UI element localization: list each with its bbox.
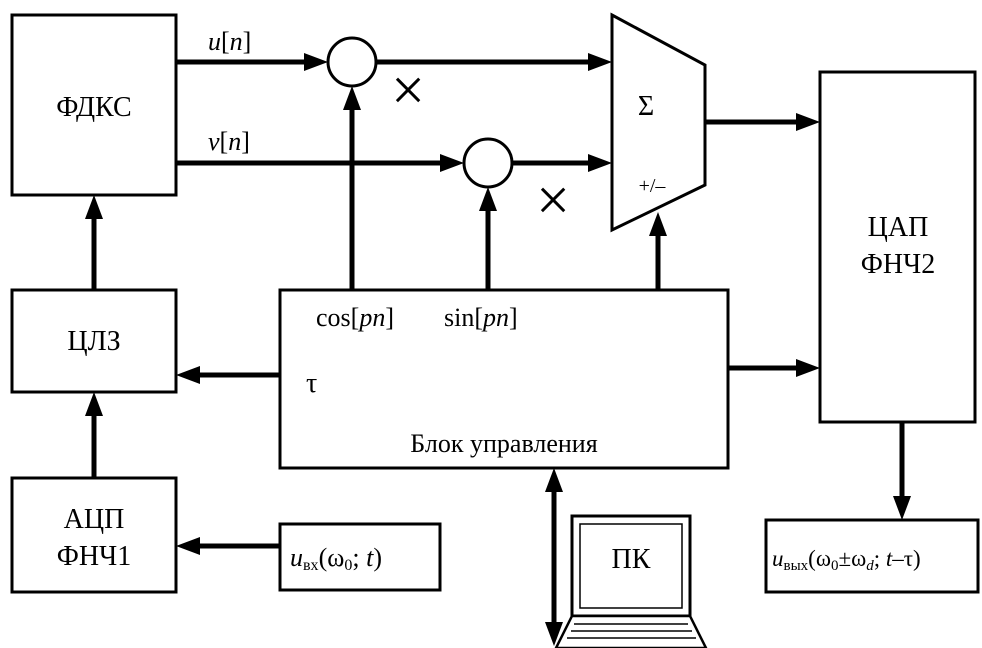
dac-block <box>818 70 977 424</box>
laptop-icon <box>554 514 708 648</box>
arrow-mult-u-to-adder <box>588 53 612 71</box>
multiply-sign-v: × <box>536 167 570 233</box>
arrow-adc-to-clz <box>85 392 103 416</box>
sigma-label: Σ <box>638 91 654 122</box>
adder-block <box>610 12 707 233</box>
clz-block <box>10 288 178 394</box>
input-signal-box <box>278 522 442 592</box>
multiplier-v <box>462 137 514 189</box>
v-n-label: v[n] <box>208 127 250 156</box>
u-n-label: u[n] <box>208 27 251 56</box>
arrow-dac-to-output <box>893 496 911 520</box>
arrow-u-to-mult <box>304 53 328 71</box>
plus-minus-label: +/– <box>639 175 667 197</box>
output-signal-label: uвых(ω0±ωd; t–τ) <box>772 546 921 574</box>
control-label: Блок управления <box>410 429 597 458</box>
adc-label-line2: ФНЧ1 <box>57 541 132 572</box>
arrow-input-to-adc <box>176 537 200 555</box>
input-signal-label: uвх(ω0; t) <box>290 543 382 574</box>
arrow-control-to-pc <box>545 622 563 646</box>
dac-label-line2: ФНЧ2 <box>861 249 936 280</box>
fdks-block <box>10 13 178 197</box>
multiply-sign-u: × <box>391 57 425 123</box>
arrow-sin-up <box>479 187 497 211</box>
arrow-control-to-adder <box>649 212 667 236</box>
control-block <box>278 288 730 470</box>
arrow-control-to-dac <box>796 359 820 377</box>
adc-block <box>10 476 178 594</box>
dac-label-line1: ЦАП <box>868 212 929 243</box>
multiplier-u <box>326 36 378 88</box>
pc-label: ПК <box>612 544 651 575</box>
sin-pn-label: sin[pn] <box>444 303 518 332</box>
adc-label-line1: АЦП <box>64 504 125 535</box>
arrow-control-to-clz <box>176 366 200 384</box>
arrow-clz-to-fdks <box>85 195 103 219</box>
arrow-adder-to-dac <box>796 113 820 131</box>
fdks-label: ФДКС <box>56 92 131 123</box>
arrow-cos-up <box>343 86 361 110</box>
clz-label: ЦЛЗ <box>67 326 120 357</box>
tau-label: τ <box>306 368 317 399</box>
output-signal-box <box>764 518 980 594</box>
arrow-mult-v-to-adder <box>588 154 612 172</box>
arrow-pc-to-control <box>545 468 563 492</box>
cos-pn-label: cos[pn] <box>316 303 394 332</box>
arrow-v-to-mult <box>440 154 464 172</box>
